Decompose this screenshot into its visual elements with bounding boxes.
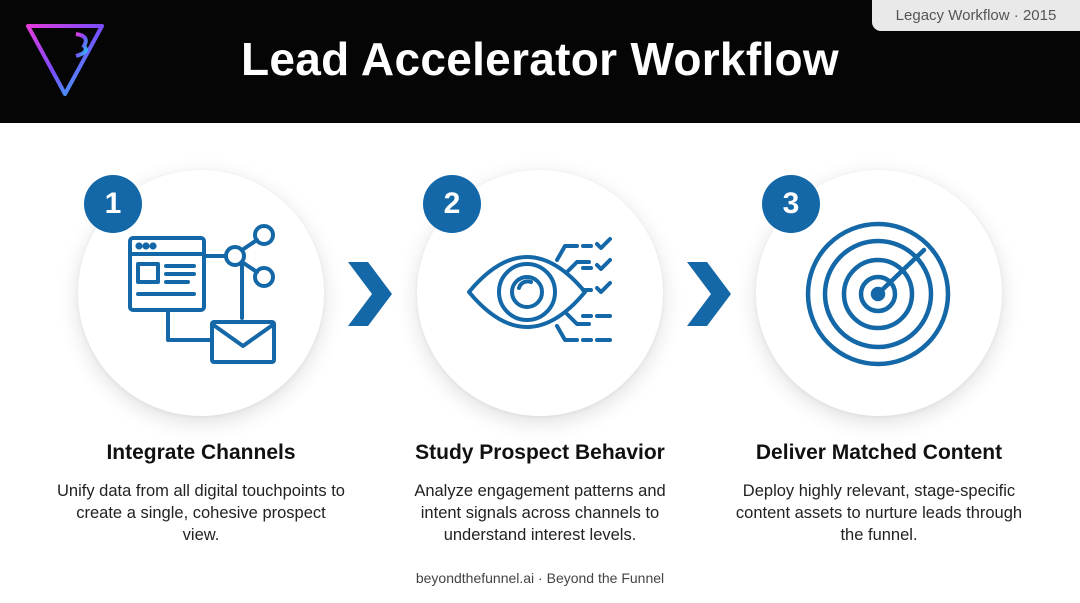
browser-share-email-icon [128, 224, 276, 364]
step-2-description: Analyze engagement patterns and intent s… [414, 482, 666, 544]
step-3-title: Deliver Matched Content [755, 441, 1003, 464]
step-2-number-badge: 2 [423, 175, 481, 233]
step-1-title: Integrate Channels [106, 441, 296, 464]
step-3-card [756, 170, 1002, 416]
eye-checklist-icon [467, 237, 612, 342]
step-1-description: Unify data from all digital touchpoints … [57, 482, 345, 544]
brand-logo-icon [26, 24, 104, 96]
chevron-right-icon [348, 262, 392, 326]
legacy-tag: Legacy Workflow · 2015 [872, 0, 1080, 31]
step-3-description: Deploy highly relevant, stage-specific c… [735, 482, 1023, 544]
chevron-right-icon [687, 262, 731, 326]
step-3-number-badge: 3 [762, 175, 820, 233]
page-title: Lead Accelerator Workflow [241, 33, 839, 85]
step-1-number-badge: 1 [84, 175, 142, 233]
footer-credit: beyondthefunnel.ai · Beyond the Funnel [415, 570, 665, 586]
step-2-title: Study Prospect Behavior [415, 441, 665, 464]
target-icon [805, 221, 951, 367]
